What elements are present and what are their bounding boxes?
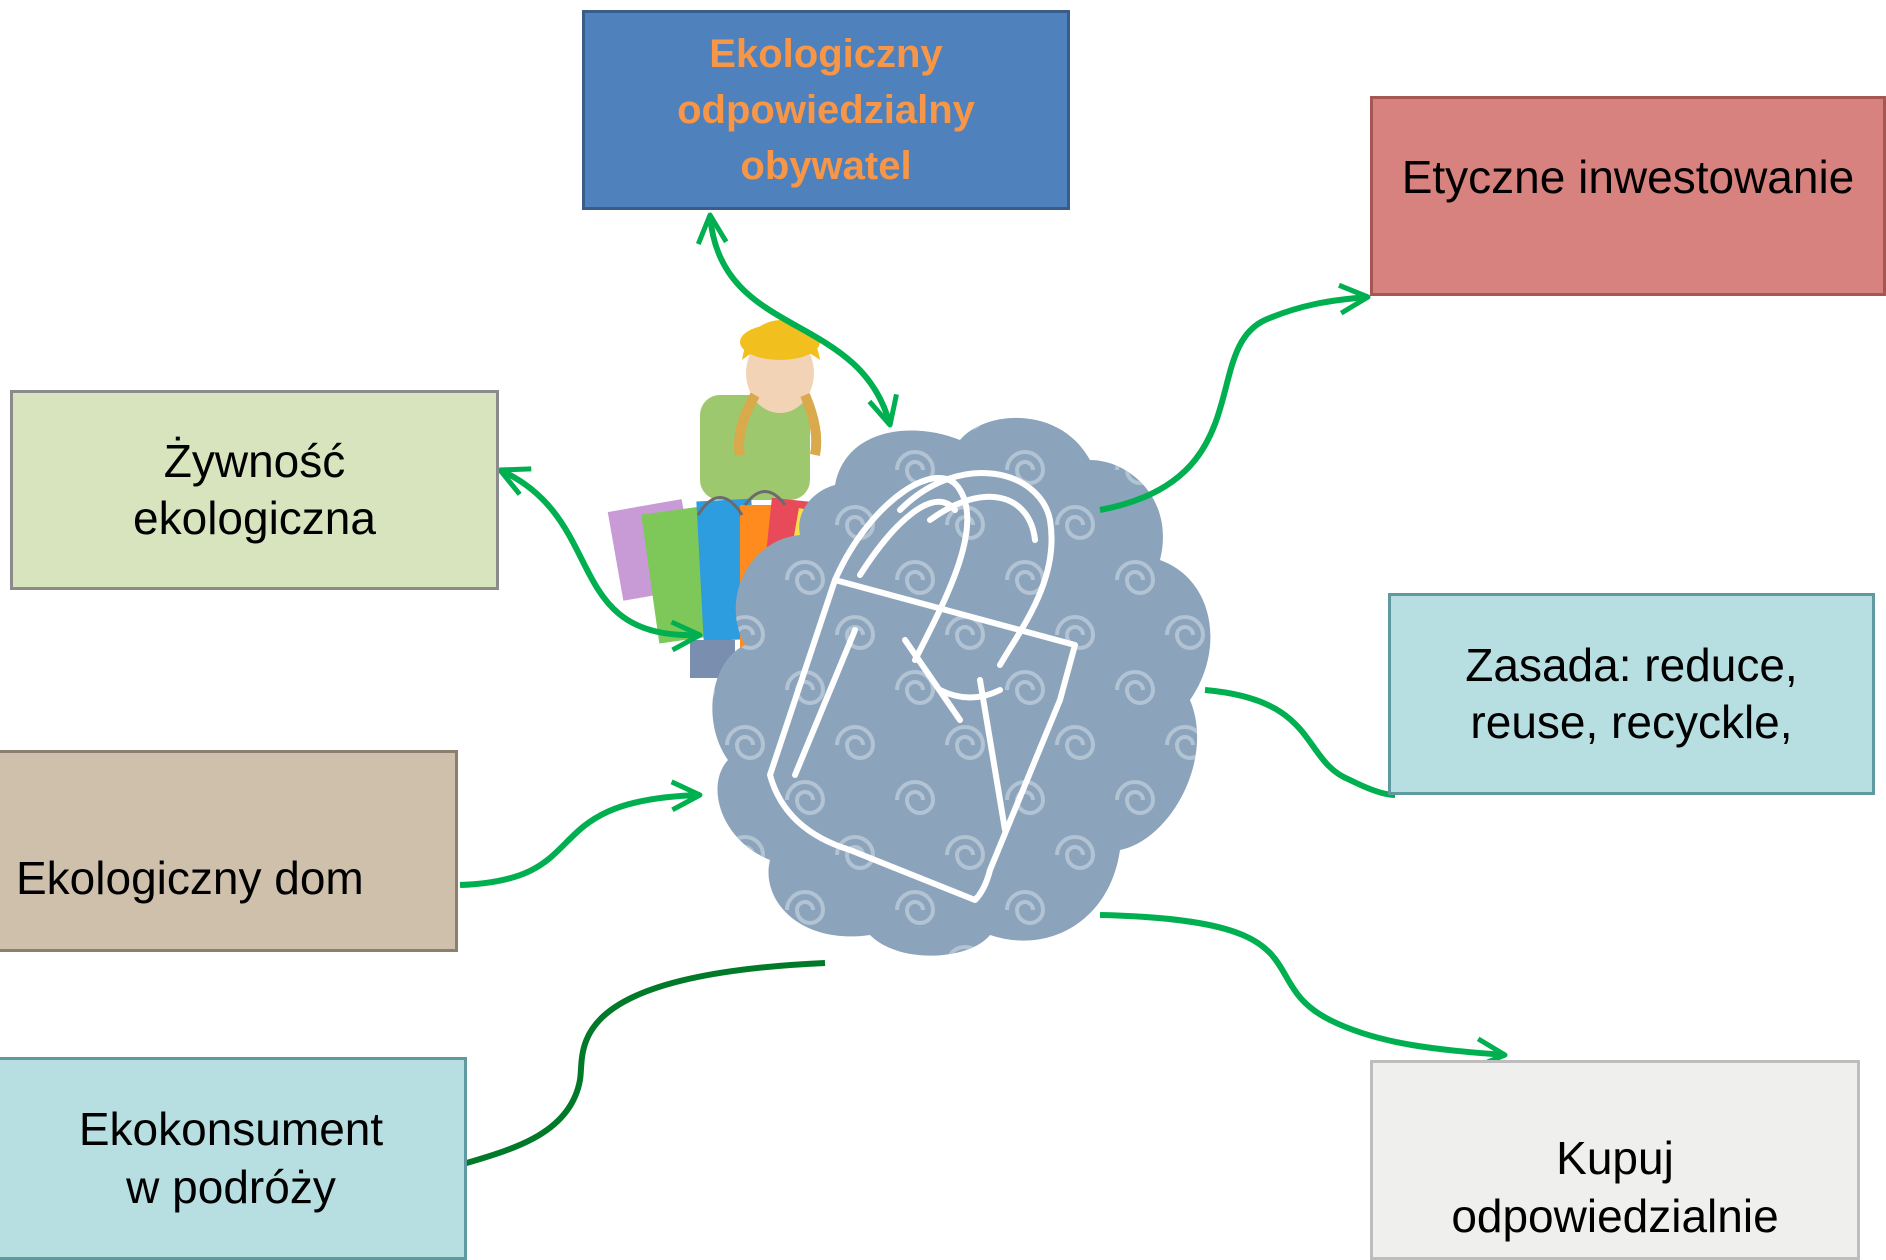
node-zywnosc-ekologiczna: Żywność ekologiczna [10, 390, 499, 590]
node-label: Żywność ekologiczna [133, 434, 376, 545]
node-kupuj: Kupuj odpowiedzialnie [1370, 1060, 1860, 1260]
node-label: Ekologiczny odpowiedzialny obywatel [677, 32, 975, 188]
node-ekokonsument: Ekokonsument w podróży [0, 1057, 467, 1260]
arrow-from-dom [459, 779, 703, 888]
node-ekologiczny-dom: Ekologiczny dom [0, 750, 458, 952]
connectors [459, 212, 1508, 1168]
node-zasada: Zasada: reduce, reuse, recyckle, [1388, 593, 1875, 795]
node-label: Etyczne inwestowanie [1401, 151, 1855, 203]
node-label: Ekokonsument w podróży [78, 1103, 384, 1213]
line-to-ekokonsument [459, 960, 826, 1168]
node-label: Ekologiczny dom [16, 851, 364, 904]
shopping-bag-cloud-icon [767, 470, 1078, 903]
arrow-to-kupuj [1099, 912, 1508, 1070]
central-cloud [712, 417, 1211, 956]
arrow-to-obywatel [695, 212, 899, 428]
arrow-to-zasada [1204, 687, 1396, 798]
node-label: Zasada: reduce, reuse, recyckle, [1465, 638, 1798, 749]
arrow-to-zywnosc [497, 466, 703, 653]
node-ekologiczny-obywatel: Ekologiczny odpowiedzialny obywatel [582, 10, 1070, 210]
arrow-to-inwestowanie [1099, 282, 1371, 513]
node-etyczne-inwestowanie: Etyczne inwestowanie [1370, 96, 1886, 296]
node-label: Kupuj odpowiedzialnie [1451, 1132, 1779, 1242]
